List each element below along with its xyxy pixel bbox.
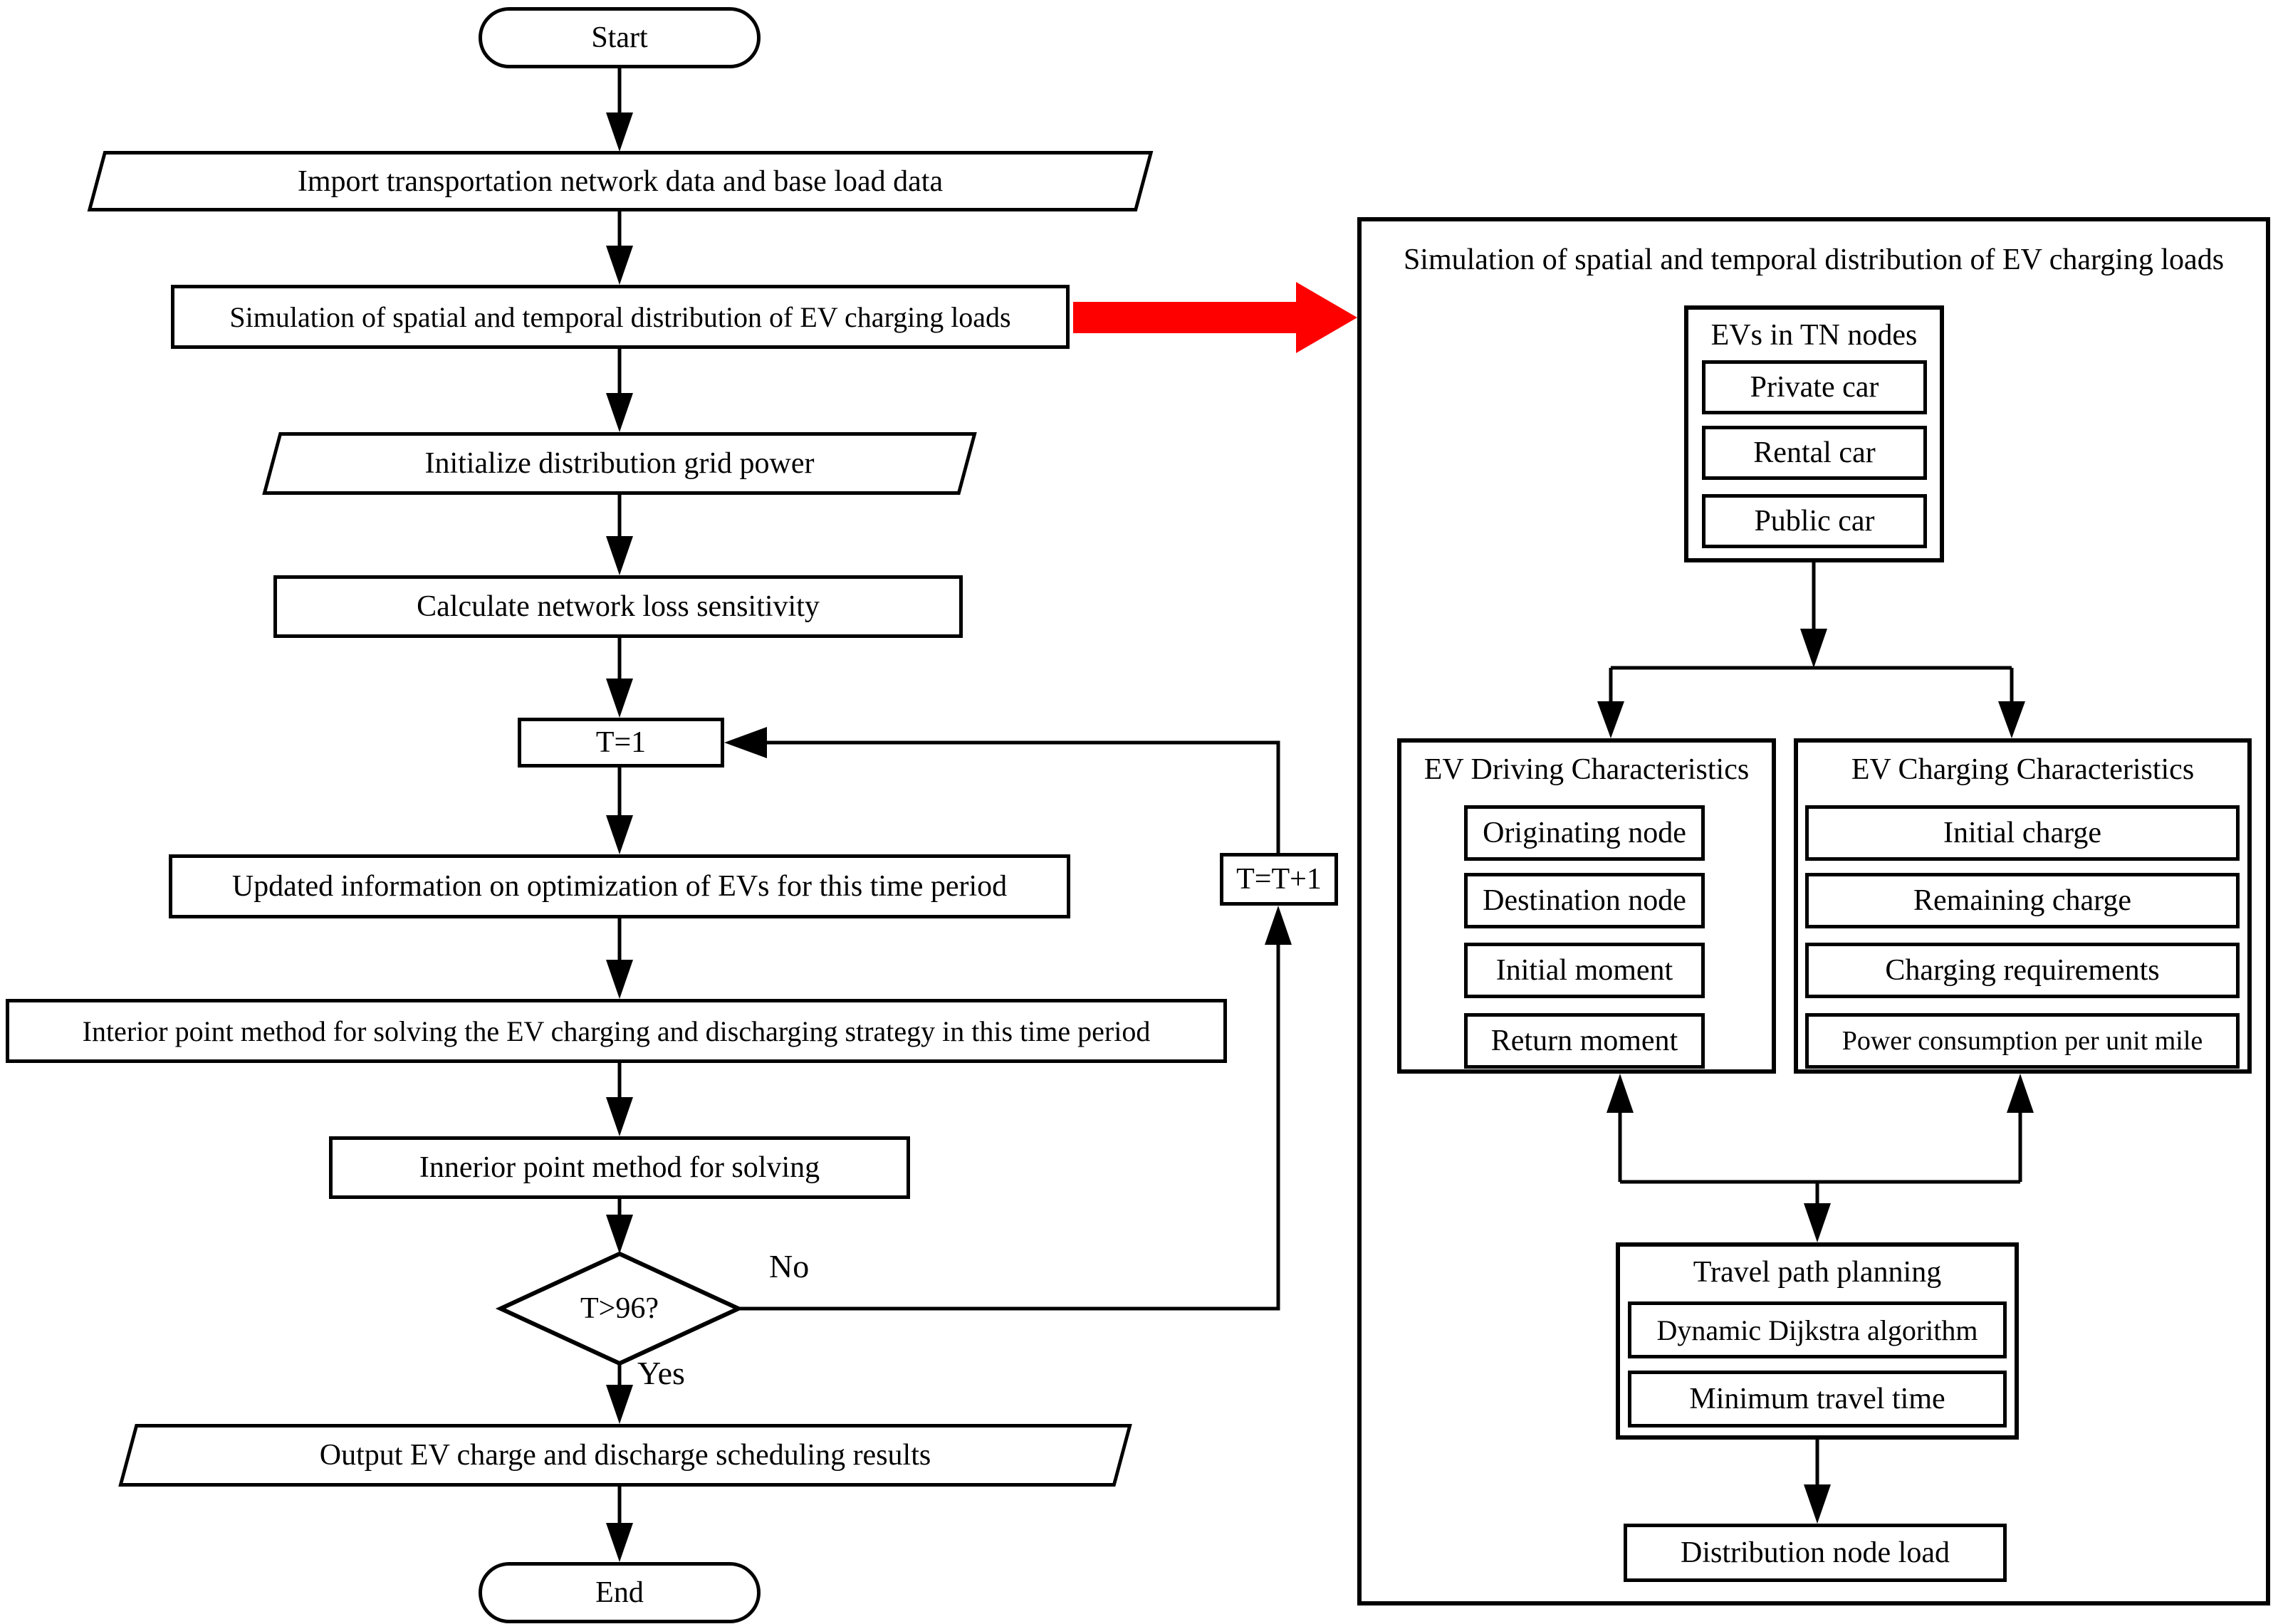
- arrowhead-interior-innerior: [606, 1097, 633, 1136]
- node-t-increment: T=T+1: [1220, 853, 1338, 906]
- arrowhead-no-into-tt1: [1265, 906, 1292, 945]
- node-initialize-label: Initialize distribution grid power: [424, 447, 815, 480]
- arrowhead-up-driving: [1607, 1074, 1634, 1113]
- charging-item-power-consumption-label: Power consumption per unit mile: [1841, 1026, 2203, 1056]
- arrowhead-initialize-calculate: [606, 536, 633, 575]
- node-import: Import transportation network data and b…: [84, 151, 1156, 211]
- arrowhead-loop-into-t1: [724, 727, 767, 758]
- evs-group-title: EVs in TN nodes: [1710, 319, 1918, 352]
- arrowhead-branch-driving: [1597, 701, 1624, 738]
- highlight-arrow-icon: [1073, 282, 1357, 353]
- driving-item-destination-node: Destination node: [1464, 873, 1705, 928]
- evs-item-rental-car-label: Rental car: [1753, 436, 1876, 469]
- driving-item-originating-node: Originating node: [1464, 805, 1705, 861]
- node-interior: Interior point method for solving the EV…: [6, 999, 1227, 1063]
- driving-group-title: EV Driving Characteristics: [1423, 753, 1750, 786]
- arrowhead-into-travel: [1804, 1203, 1831, 1242]
- evs-item-public-car: Public car: [1702, 494, 1927, 548]
- arrowhead-calculate-t1: [606, 679, 633, 718]
- node-calculate-label: Calculate network loss sensitivity: [417, 590, 820, 623]
- arrowhead-decision-output: [606, 1385, 633, 1424]
- charging-item-charging-requirements: Charging requirements: [1805, 943, 2240, 998]
- evs-item-public-car-label: Public car: [1754, 505, 1875, 538]
- arrowhead-start-import: [606, 112, 633, 152]
- node-initialize: Initialize distribution grid power: [259, 432, 980, 495]
- node-end: End: [479, 1562, 761, 1623]
- driving-item-return-moment: Return moment: [1464, 1013, 1705, 1069]
- arrowhead-import-simulation: [606, 246, 633, 285]
- arrowhead-up-charging: [2007, 1074, 2034, 1113]
- driving-item-destination-node-label: Destination node: [1483, 884, 1686, 917]
- arrowhead-evs-branch: [1800, 629, 1827, 668]
- edge-loop-path: [767, 740, 1280, 853]
- node-t-increment-label: T=T+1: [1236, 863, 1322, 896]
- node-simulation-label: Simulation of spatial and temporal distr…: [229, 300, 1011, 333]
- node-innerior-label: Innerior point method for solving: [419, 1151, 820, 1184]
- arrowhead-simulation-initialize: [606, 393, 633, 432]
- edge-label-no: No: [769, 1248, 810, 1284]
- charging-item-charging-requirements-label: Charging requirements: [1885, 954, 2160, 987]
- node-decision-label: T>96?: [580, 1292, 659, 1325]
- node-calculate: Calculate network loss sensitivity: [273, 575, 963, 638]
- driving-item-initial-moment-label: Initial moment: [1495, 954, 1673, 987]
- node-t-init: T=1: [518, 718, 724, 768]
- node-import-label: Import transportation network data and b…: [297, 164, 944, 198]
- arrowhead-t1-updated: [606, 815, 633, 854]
- charging-group-title: EV Charging Characteristics: [1851, 753, 2195, 786]
- detail-panel-title: Simulation of spatial and temporal distr…: [1403, 243, 2225, 276]
- charging-item-initial-charge-label: Initial charge: [1943, 817, 2101, 849]
- arrowhead-output-end: [606, 1523, 633, 1562]
- travel-group-title: Travel path planning: [1693, 1256, 1942, 1289]
- travel-item-minimum-travel-time: Minimum travel time: [1628, 1371, 2007, 1427]
- node-updated-label: Updated information on optimization of E…: [231, 870, 1008, 903]
- charging-item-remaining-charge: Remaining charge: [1805, 873, 2240, 928]
- travel-item-dynamic-dijkstra: Dynamic Dijkstra algorithm: [1628, 1301, 2007, 1358]
- node-start-label: Start: [591, 21, 648, 54]
- charging-item-remaining-charge-label: Remaining charge: [1913, 884, 2131, 917]
- charging-item-initial-charge: Initial charge: [1805, 805, 2240, 861]
- node-t-init-label: T=1: [595, 726, 647, 759]
- edge-no-path: [738, 945, 1280, 1311]
- evs-item-private-car-label: Private car: [1750, 371, 1879, 404]
- travel-item-dynamic-dijkstra-label: Dynamic Dijkstra algorithm: [1656, 1314, 1978, 1346]
- detail-panel: [1357, 217, 2270, 1605]
- node-simulation: Simulation of spatial and temporal distr…: [171, 285, 1070, 349]
- node-interior-label: Interior point method for solving the EV…: [82, 1015, 1151, 1047]
- evs-item-private-car: Private car: [1702, 360, 1927, 414]
- arrowhead-branch-charging: [1998, 701, 2025, 738]
- node-output-label: Output EV charge and discharge schedulin…: [319, 1439, 931, 1472]
- driving-item-originating-node-label: Originating node: [1483, 817, 1686, 849]
- node-decision: T>96?: [501, 1254, 738, 1363]
- edge-label-yes: Yes: [637, 1355, 685, 1391]
- node-output: Output EV charge and discharge schedulin…: [115, 1424, 1135, 1487]
- evs-item-rental-car: Rental car: [1702, 426, 1927, 480]
- driving-item-return-moment-label: Return moment: [1490, 1025, 1678, 1057]
- node-distribution-load-label: Distribution node load: [1681, 1536, 1950, 1569]
- arrowhead-into-distribution: [1804, 1484, 1831, 1524]
- node-innerior: Innerior point method for solving: [329, 1136, 910, 1199]
- node-end-label: End: [595, 1576, 644, 1609]
- node-updated: Updated information on optimization of E…: [169, 854, 1070, 918]
- arrowhead-updated-interior: [606, 960, 633, 999]
- decision-diamond-shape: [495, 1251, 744, 1366]
- arrowhead-innerior-decision: [606, 1215, 633, 1254]
- driving-item-initial-moment: Initial moment: [1464, 943, 1705, 998]
- node-distribution-load: Distribution node load: [1624, 1524, 2007, 1582]
- charging-item-power-consumption: Power consumption per unit mile: [1805, 1013, 2240, 1069]
- node-start: Start: [479, 7, 761, 68]
- travel-item-minimum-travel-time-label: Minimum travel time: [1689, 1383, 1945, 1415]
